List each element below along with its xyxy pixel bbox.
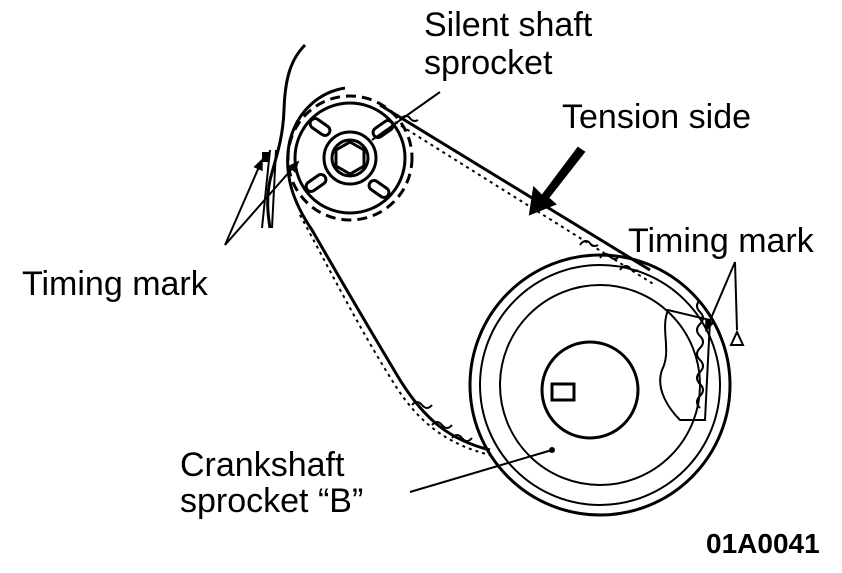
tension-side-label: Tension side	[562, 98, 752, 136]
silent-shaft-sprocket	[286, 94, 414, 222]
crankshaft-sprocket-label-line2: sprocket “B”	[180, 482, 364, 520]
crankshaft-sprocket	[468, 253, 732, 517]
crankshaft-leader-dot	[549, 447, 555, 453]
silent-shaft-sprocket-label-line1: Silent shaft	[424, 6, 593, 44]
timing-belt-outer	[286, 86, 651, 452]
figure-code: 01A0041	[706, 528, 820, 559]
timing-mark-left-label: Timing mark	[22, 265, 208, 303]
crankshaft-leader	[409, 449, 553, 493]
crankshaft-teeth	[696, 299, 704, 409]
belt-teeth-tension	[399, 115, 639, 272]
crankshaft-sprocket-label-line1: Crankshaft	[180, 446, 345, 484]
cover-edge-line	[266, 43, 307, 229]
timing-belt-inner	[299, 121, 656, 456]
timing-mark-left-arrow-1	[224, 158, 263, 246]
crankshaft-cutaway-teeth	[659, 308, 712, 421]
timing-mark-left-arrow-2	[224, 160, 300, 246]
timing-mark-right-arrow-2	[734, 261, 738, 331]
timing-mark-right-label: Timing mark	[628, 222, 814, 260]
silent-shaft-sprocket-label-line2: sprocket	[424, 44, 553, 82]
tension-side-arrow	[528, 146, 586, 216]
timing-mark-right-triangle	[729, 329, 745, 346]
silent-shaft-leader	[371, 91, 441, 141]
crankshaft-key	[550, 382, 576, 402]
belt-teeth-left	[411, 401, 473, 442]
timing-mark-left-indicator	[262, 152, 269, 162]
timing-mark-right-arrow-1	[705, 261, 736, 332]
